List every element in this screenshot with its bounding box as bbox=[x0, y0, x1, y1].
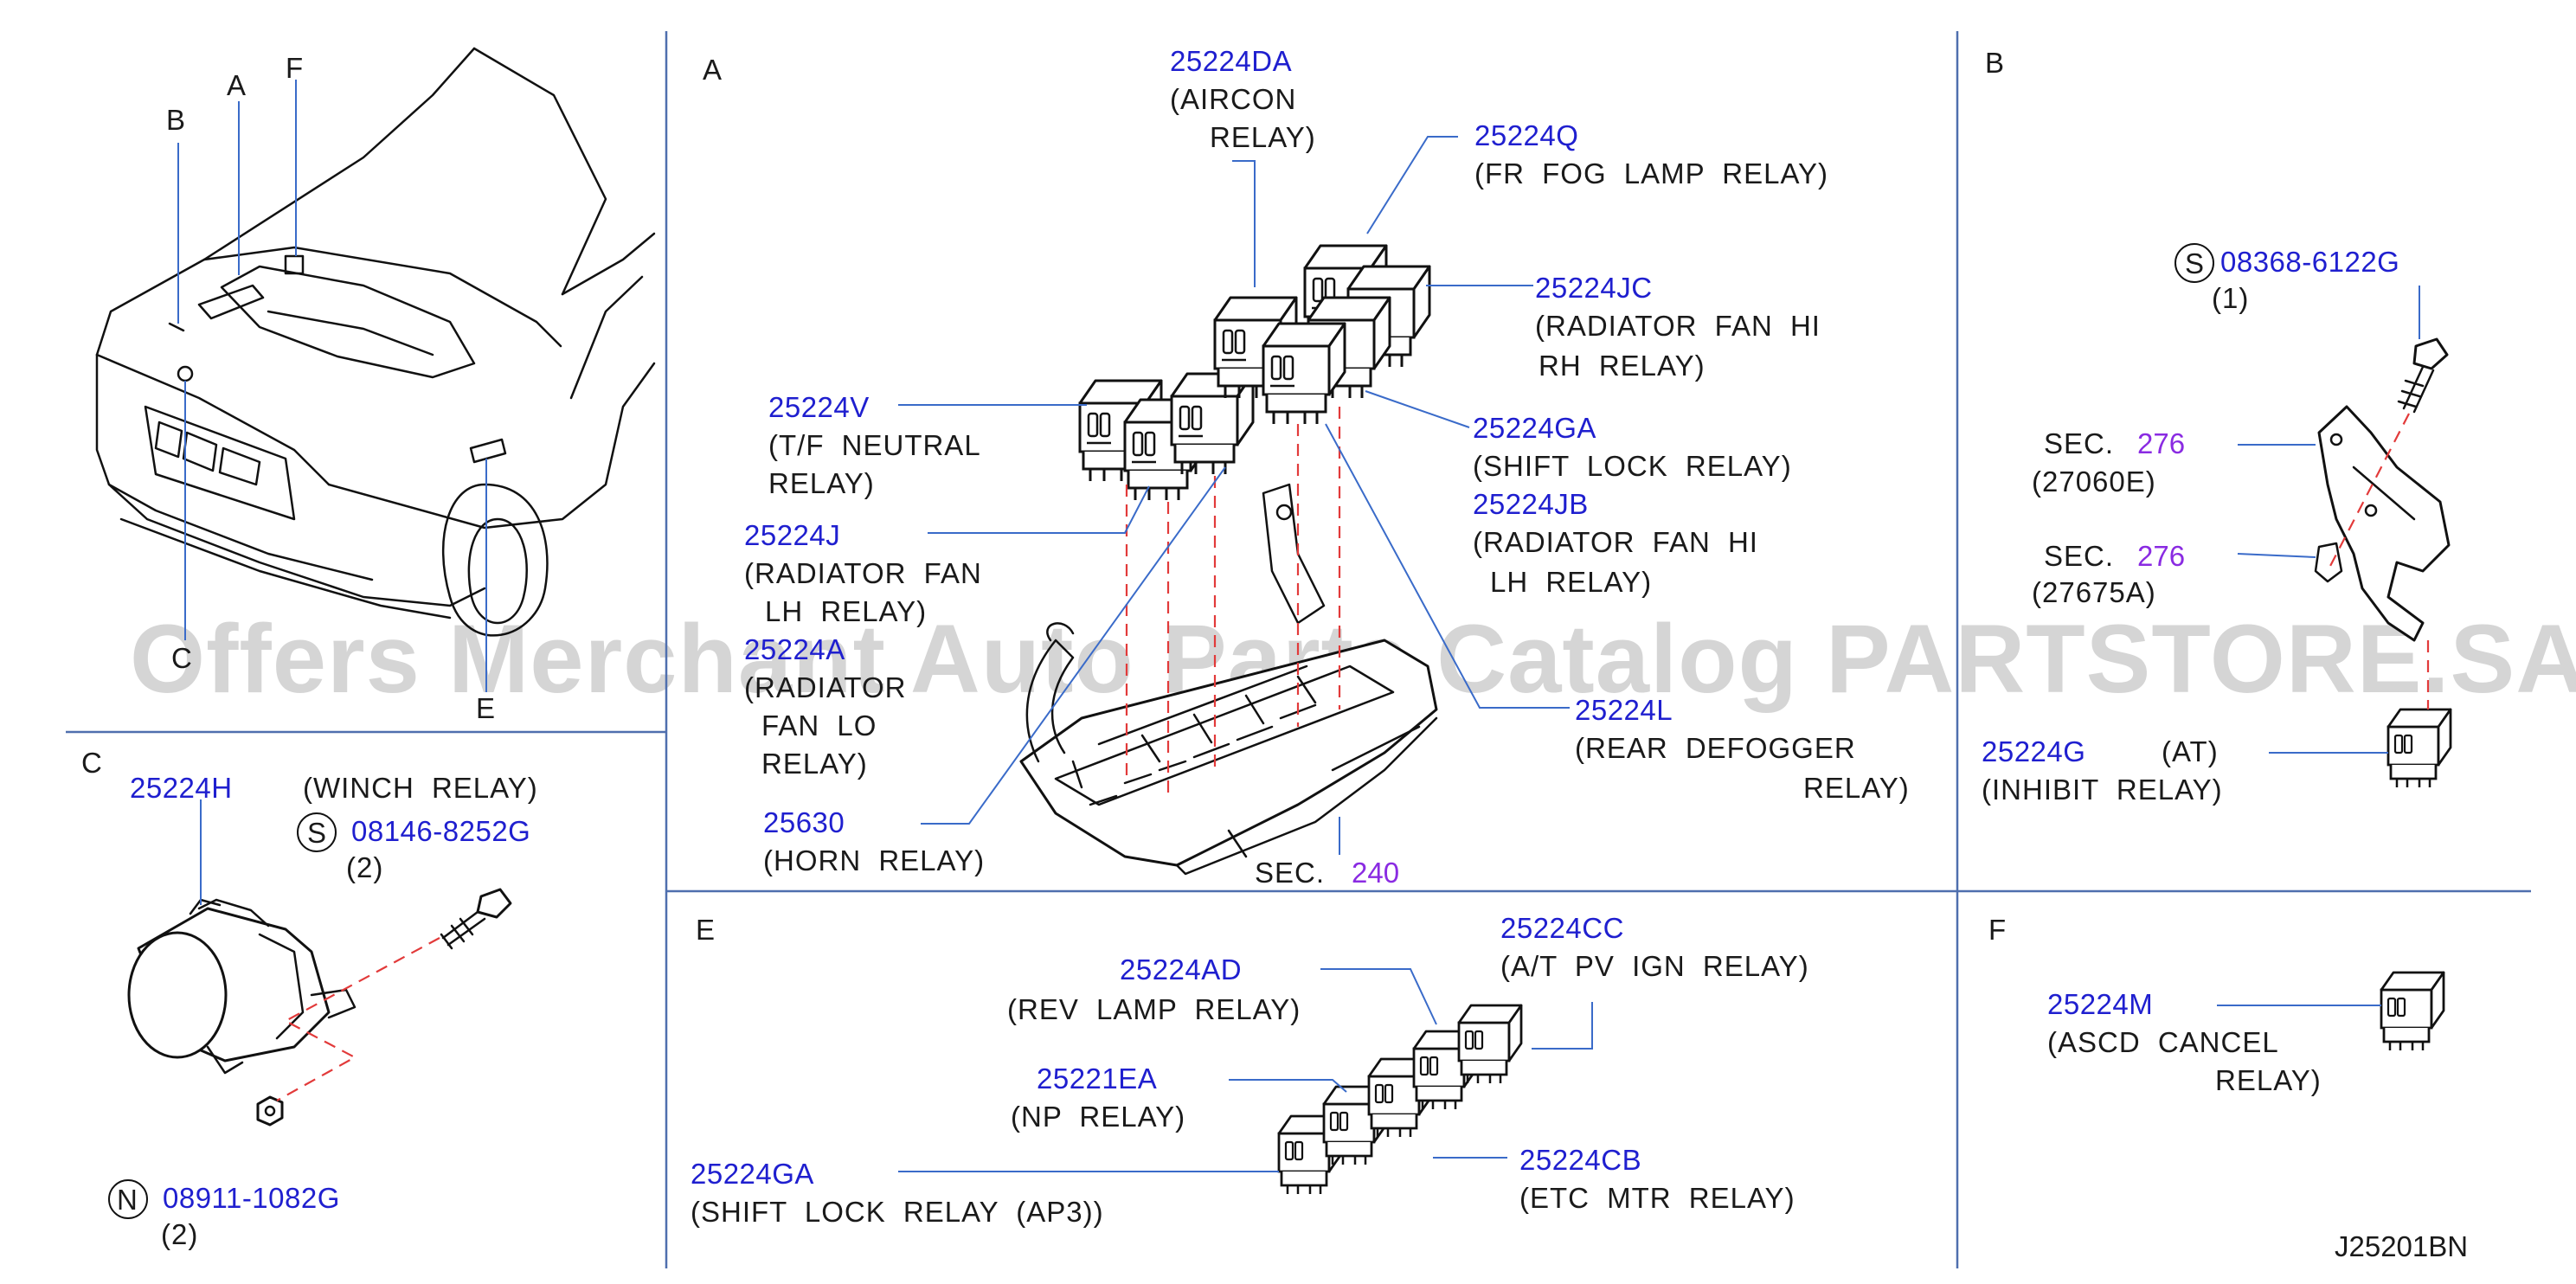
part-desc-etc-mtr: (ETC MTR RELAY) bbox=[1519, 1182, 1795, 1214]
nut-c-icon bbox=[256, 1095, 284, 1127]
bolt-b-qty: (1) bbox=[2212, 282, 2249, 314]
overview-leaders bbox=[177, 80, 487, 692]
bolt-c-icon bbox=[440, 888, 512, 950]
overview-label-a: A bbox=[227, 69, 246, 101]
section-code-27060e: (27060E) bbox=[2032, 465, 2156, 498]
relay-icons-e bbox=[1277, 1004, 1523, 1196]
relay-b-desc-2: (INHIBIT RELAY) bbox=[1982, 774, 2223, 806]
part-number-25224v[interactable]: 25224V bbox=[768, 391, 870, 423]
part-desc-ascd-cancel-2: RELAY) bbox=[2215, 1064, 2322, 1096]
part-desc-radiator-hi-lh-1: (RADIATOR FAN HI bbox=[1473, 526, 1758, 558]
panel-label-f: F bbox=[1988, 914, 2006, 946]
part-number-25224cb[interactable]: 25224CB bbox=[1519, 1144, 1641, 1176]
panel-label-a: A bbox=[703, 54, 722, 86]
section-label-a: SEC. bbox=[1255, 857, 1325, 889]
overview-label-e: E bbox=[476, 692, 495, 724]
bolt-c-qty: (2) bbox=[346, 851, 383, 883]
part-number-08368-6122g[interactable]: 08368-6122G bbox=[2220, 246, 2399, 278]
part-desc-rear-defogger-1: (REAR DEFOGGER bbox=[1575, 732, 1856, 764]
part-number-25224l[interactable]: 25224L bbox=[1575, 694, 1673, 726]
section-ref-240[interactable]: 240 bbox=[1352, 857, 1399, 889]
part-desc-radiator-hi-rh-2: RH RELAY) bbox=[1539, 350, 1706, 382]
panel-label-c: C bbox=[81, 747, 102, 779]
winch-relay-icon bbox=[127, 898, 357, 1075]
part-desc-at-pv-ign: (A/T PV IGN RELAY) bbox=[1500, 950, 1809, 982]
part-desc-horn: (HORN RELAY) bbox=[763, 844, 985, 876]
part-desc-ascd-cancel-1: (ASCD CANCEL bbox=[2047, 1026, 2279, 1058]
part-desc-aircon-1: (AIRCON bbox=[1170, 83, 1296, 115]
panel-label-b: B bbox=[1985, 47, 2004, 79]
part-desc-radiator-lo-1: (RADIATOR bbox=[744, 671, 906, 703]
section-label-b2: SEC. bbox=[2044, 540, 2114, 572]
relay-dashed-guides-a bbox=[1125, 407, 1341, 796]
part-number-25224m[interactable]: 25224M bbox=[2047, 988, 2153, 1020]
callout-leaders-b bbox=[2237, 286, 2420, 754]
part-desc-tf-neutral-2: RELAY) bbox=[768, 467, 875, 499]
part-desc-rev-lamp: (REV LAMP RELAY) bbox=[1007, 993, 1301, 1025]
relay-f-icon bbox=[2380, 971, 2445, 1052]
nut-c-qty: (2) bbox=[161, 1218, 198, 1250]
part-number-25224ga[interactable]: 25224GA bbox=[1473, 412, 1596, 444]
overview-label-b: B bbox=[166, 104, 185, 136]
part-desc-aircon-2: RELAY) bbox=[1210, 121, 1316, 153]
part-desc-radiator-lh-2: LH RELAY) bbox=[765, 595, 927, 627]
part-number-25224cc[interactable]: 25224CC bbox=[1500, 912, 1624, 944]
part-number-08911-1082g[interactable]: 08911-1082G bbox=[163, 1182, 340, 1214]
part-desc-fr-fog: (FR FOG LAMP RELAY) bbox=[1474, 157, 1828, 189]
part-number-25224jc[interactable]: 25224JC bbox=[1535, 272, 1653, 304]
section-ref-276-b[interactable]: 276 bbox=[2137, 540, 2185, 572]
section-label-b1: SEC. bbox=[2044, 427, 2114, 459]
part-desc-radiator-hi-rh-1: (RADIATOR FAN HI bbox=[1535, 310, 1821, 342]
part-number-08146-8252g[interactable]: 08146-8252G bbox=[351, 815, 530, 847]
relay-bracket-assembly bbox=[1019, 483, 1438, 876]
part-number-25630[interactable]: 25630 bbox=[763, 806, 845, 838]
part-number-25224j[interactable]: 25224J bbox=[744, 519, 840, 551]
bolt-b-symbol: S bbox=[2185, 247, 2204, 279]
nut-c-symbol: N bbox=[117, 1184, 138, 1216]
part-number-25224g[interactable]: 25224G bbox=[1982, 735, 2085, 767]
bolt-b-icon bbox=[2397, 337, 2449, 414]
winch-relay-desc: (WINCH RELAY) bbox=[303, 772, 538, 804]
section-ref-276-a[interactable]: 276 bbox=[2137, 427, 2185, 459]
part-number-25224a[interactable]: 25224A bbox=[744, 633, 845, 665]
part-desc-rear-defogger-2: RELAY) bbox=[1803, 772, 1910, 804]
part-desc-shift-lock: (SHIFT LOCK RELAY) bbox=[1473, 450, 1792, 482]
overview-label-c: C bbox=[171, 642, 192, 674]
relay-b-desc-1: (AT) bbox=[2162, 735, 2219, 767]
part-desc-radiator-hi-lh-2: LH RELAY) bbox=[1490, 566, 1652, 598]
vehicle-illustration bbox=[95, 47, 656, 637]
part-number-25224da[interactable]: 25224DA bbox=[1170, 45, 1292, 77]
dashed-guide-c bbox=[276, 937, 440, 1101]
section-code-27675a: (27675A) bbox=[2032, 576, 2156, 608]
dashed-guides-b bbox=[2327, 413, 2430, 709]
part-number-25224h[interactable]: 25224H bbox=[130, 772, 233, 804]
part-desc-shift-lock-ap3: (SHIFT LOCK RELAY (AP3)) bbox=[691, 1196, 1104, 1228]
part-desc-radiator-lo-2: FAN LO bbox=[761, 709, 877, 742]
part-desc-radiator-lh-1: (RADIATOR FAN bbox=[744, 557, 982, 589]
panel-label-e: E bbox=[696, 914, 715, 946]
part-desc-radiator-lo-3: RELAY) bbox=[761, 748, 868, 780]
bolt-c-symbol-circle bbox=[297, 812, 337, 852]
callout-leaders-a bbox=[898, 136, 1570, 855]
part-number-25224q[interactable]: 25224Q bbox=[1474, 119, 1578, 151]
part-desc-tf-neutral-1: (T/F NEUTRAL bbox=[768, 429, 981, 461]
part-number-25224ad[interactable]: 25224AD bbox=[1120, 953, 1242, 985]
part-desc-np: (NP RELAY) bbox=[1011, 1101, 1185, 1133]
part-number-25224ga-ap3[interactable]: 25224GA bbox=[691, 1158, 814, 1190]
overview-label-f: F bbox=[286, 52, 303, 84]
part-number-25221ea[interactable]: 25221EA bbox=[1037, 1063, 1157, 1095]
callout-leaders-e bbox=[898, 968, 1593, 1172]
diagram-code: J25201BN bbox=[2335, 1230, 2468, 1262]
bolt-b-symbol-circle bbox=[2175, 243, 2214, 283]
nut-c-symbol-circle bbox=[108, 1179, 148, 1219]
part-number-25224jb[interactable]: 25224JB bbox=[1473, 488, 1589, 520]
panel-dividers bbox=[66, 31, 2531, 1268]
bolt-c-symbol: S bbox=[307, 817, 326, 849]
